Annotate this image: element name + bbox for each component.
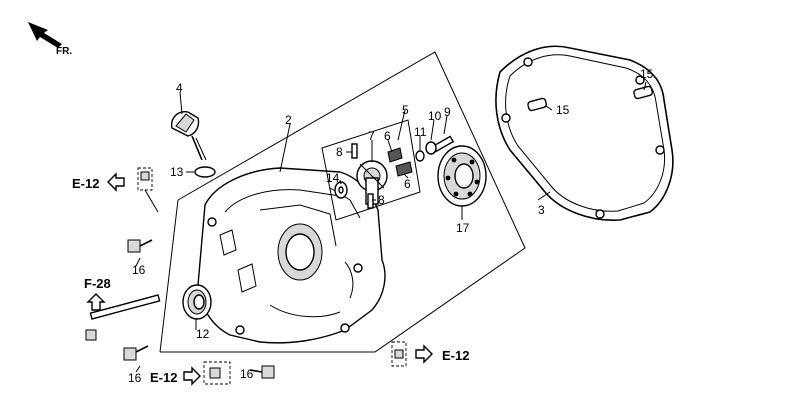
- dowel-pin-2: [633, 85, 654, 100]
- callout-9: 9: [444, 105, 451, 119]
- flange-bolt-1: [127, 239, 153, 253]
- reference-f28: F-28: [84, 276, 111, 291]
- callout-14: 14: [326, 171, 340, 185]
- thrust-washer: [334, 181, 348, 199]
- leader-lines: [135, 81, 647, 373]
- callout-16b: 16: [128, 371, 142, 385]
- callout-15a: 15: [556, 103, 570, 117]
- washer-10: [425, 141, 437, 155]
- callout-16a: 16: [132, 263, 146, 277]
- assembly-outline: [159, 51, 526, 353]
- bolt-group-right: [391, 341, 407, 367]
- callout-2: 2: [285, 113, 292, 127]
- callout-5: 5: [402, 103, 409, 117]
- arrow-right-icon: [415, 344, 433, 364]
- flange-bolt-3: [249, 365, 275, 379]
- governor-weights: [387, 147, 413, 177]
- callout-8a: 8: [336, 145, 343, 159]
- governor-pins: [351, 143, 374, 209]
- callout-11: 11: [414, 125, 427, 139]
- crankcase-cover: [197, 167, 386, 344]
- dowel-pin-1: [527, 97, 548, 112]
- ball-bearing: [437, 145, 487, 207]
- callout-12: 12: [196, 327, 210, 341]
- flange-bolt-2: [123, 345, 149, 361]
- callout-6b: 6: [404, 177, 411, 191]
- callout-7: 7: [368, 129, 375, 143]
- oil-seal: [182, 284, 212, 320]
- callout-15b: 15: [640, 67, 654, 81]
- callout-4: 4: [176, 81, 183, 95]
- governor-assembly-box: [321, 119, 421, 221]
- long-bolt: [85, 294, 161, 341]
- oil-filler-cap: [171, 111, 207, 161]
- reference-e12-bottom: E-12: [150, 370, 177, 385]
- o-ring: [194, 166, 216, 178]
- callout-10: 10: [428, 109, 442, 123]
- callout-13: 13: [170, 165, 184, 179]
- arrow-right-bottom-icon: [183, 366, 201, 386]
- callout-6a: 6: [384, 129, 391, 143]
- front-arrow-icon: [28, 22, 62, 48]
- callout-16c: 16: [240, 367, 254, 381]
- callout-3: 3: [538, 203, 545, 217]
- front-label: FR.: [56, 46, 72, 57]
- bolt-group-bottom: [203, 361, 231, 385]
- callout-8b: 8: [378, 193, 385, 207]
- reference-e12-right: E-12: [442, 348, 469, 363]
- arrow-left-icon: [107, 172, 125, 192]
- circlip-11: [415, 150, 425, 162]
- cover-gasket: [495, 45, 674, 221]
- reference-e12-left: E-12: [72, 176, 99, 191]
- bolt-group-top: [137, 167, 159, 213]
- arrow-up-icon: [86, 293, 106, 311]
- callout-17: 17: [456, 221, 470, 235]
